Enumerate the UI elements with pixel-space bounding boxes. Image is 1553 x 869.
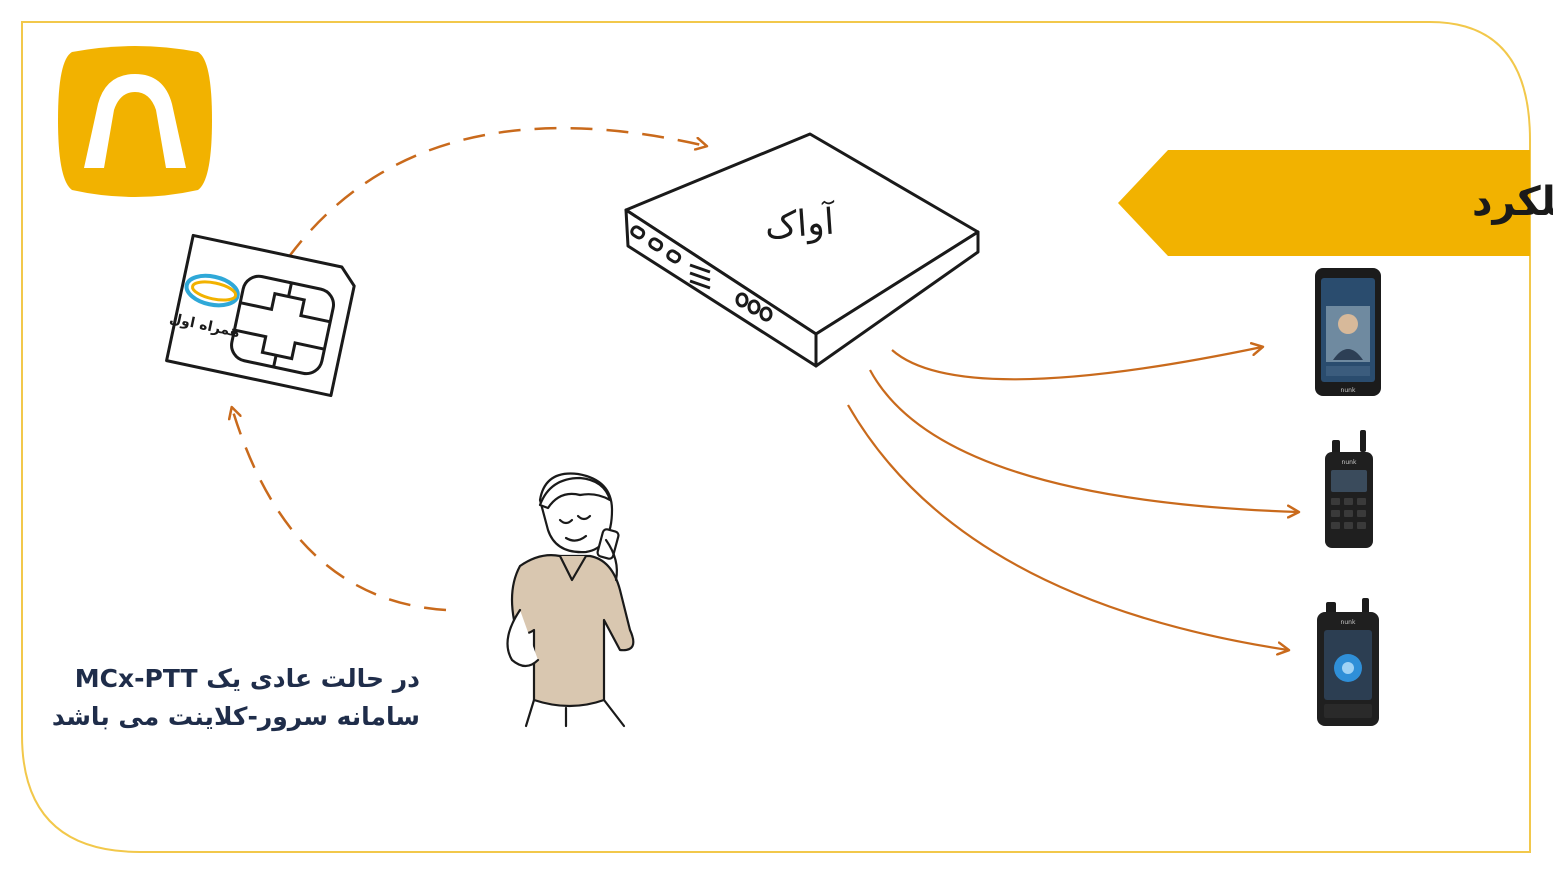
device-2-brand: nunk bbox=[1342, 459, 1357, 466]
user-to-sim-arrow bbox=[232, 408, 447, 612]
person-with-radio-illustration bbox=[506, 472, 635, 728]
page-title: فرآیند عملکرد bbox=[1472, 176, 1553, 225]
rugged-phone-icon: nunk bbox=[1317, 598, 1379, 726]
description-caption: MCx-PTT در حالت عادی یک سامانه سرور-کلای… bbox=[40, 660, 420, 736]
brand-logo-icon bbox=[58, 46, 212, 197]
page-frame bbox=[21, 21, 1531, 853]
server-to-device-3-arrow bbox=[847, 404, 1288, 650]
caption-line-2: سامانه سرور-کلاینت می باشد bbox=[51, 702, 420, 731]
caption-line-1: MCx-PTT در حالت عادی یک bbox=[74, 664, 420, 693]
smartphone-icon: nunk bbox=[1315, 268, 1381, 396]
device-1-brand: nunk bbox=[1341, 387, 1356, 394]
server-brand-label: آواک bbox=[763, 199, 838, 248]
server-to-device-1-arrow bbox=[891, 347, 1262, 381]
walkie-talkie-icon: nunk bbox=[1325, 430, 1373, 548]
device-3-brand: nunk bbox=[1341, 619, 1356, 626]
server-to-device-2-arrow bbox=[869, 369, 1298, 512]
sim-card-icon: همراه اول bbox=[165, 233, 356, 398]
server-box-icon bbox=[624, 132, 980, 368]
header-banner: فرآیند عملکرد bbox=[1118, 150, 1553, 256]
